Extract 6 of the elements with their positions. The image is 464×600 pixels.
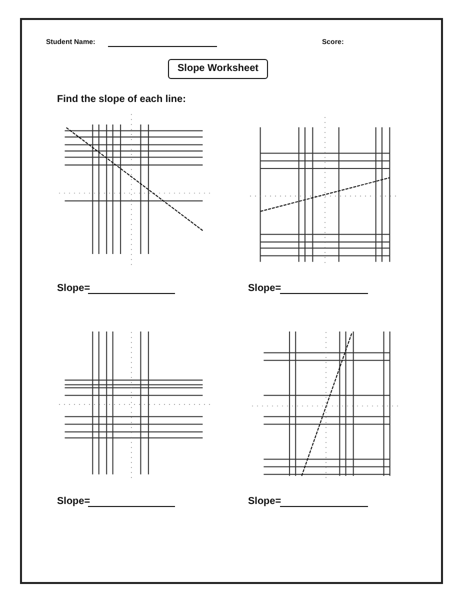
answer-label: Slope=	[57, 283, 90, 294]
worksheet-title: Slope Worksheet	[168, 59, 268, 79]
answer-label: Slope=	[248, 283, 282, 294]
instruction-text: Find the slope of each line:	[57, 94, 186, 105]
answer-label: Slope=	[57, 496, 90, 507]
answer-label: Slope=	[248, 496, 282, 507]
